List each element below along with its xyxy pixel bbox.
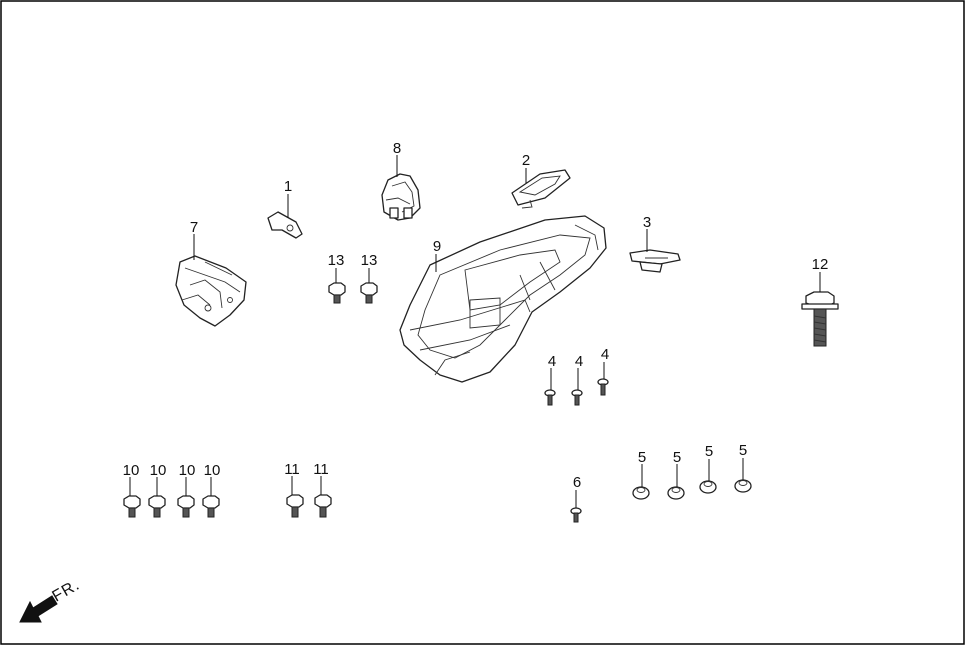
callout-11b: 11 [313, 461, 329, 478]
callout-10b: 10 [150, 462, 167, 479]
callout-4c: 4 [601, 346, 609, 363]
part-13-screw-b [360, 282, 378, 304]
callout-4a: 4 [548, 353, 556, 370]
part-4-screw-b [571, 389, 583, 406]
part-3-clip [629, 249, 681, 273]
part-13-screw-a [328, 282, 346, 304]
part-1-clamp [267, 211, 303, 239]
callout-5b: 5 [673, 449, 681, 466]
part-12-bolt [801, 291, 839, 347]
part-6-clip [570, 507, 582, 523]
callout-6: 6 [573, 474, 581, 491]
part-5-grommet-d [734, 479, 752, 493]
callout-11a: 11 [284, 461, 300, 478]
callout-5c: 5 [705, 443, 713, 460]
front-arrow-icon [19, 595, 58, 623]
callout-3: 3 [643, 214, 651, 231]
part-10-bolt-d [202, 495, 220, 518]
part-5-grommet-b [667, 486, 685, 500]
callout-4b: 4 [575, 353, 583, 370]
callout-9: 9 [433, 238, 441, 255]
part-8-bracket [381, 173, 421, 221]
callout-10a: 10 [123, 462, 140, 479]
callout-12: 12 [812, 256, 829, 273]
part-9-storage-box [399, 215, 607, 383]
part-11-bolt-b [314, 494, 332, 518]
callout-10d: 10 [204, 462, 221, 479]
part-5-grommet-a [632, 486, 650, 500]
leader-lines [129, 155, 821, 508]
callout-numbers: 1 2 3 4 4 4 5 5 5 5 6 7 8 9 10 10 10 10 … [123, 140, 829, 491]
callout-8: 8 [393, 140, 401, 157]
callout-13a: 13 [328, 252, 345, 269]
front-label: FR. [50, 576, 83, 605]
part-11-bolt-a [286, 494, 304, 518]
callout-2: 2 [522, 152, 530, 169]
part-2-cover [511, 169, 571, 209]
callout-5d: 5 [739, 442, 747, 459]
callout-10c: 10 [179, 462, 196, 479]
callout-5a: 5 [638, 449, 646, 466]
part-10-bolt-a [123, 495, 141, 518]
part-10-bolt-b [148, 495, 166, 518]
part-5-grommet-c [699, 480, 717, 494]
front-direction-indicator: FR. [19, 576, 83, 623]
callout-7: 7 [190, 219, 198, 236]
part-10-bolt-c [177, 495, 195, 518]
callout-13b: 13 [361, 252, 378, 269]
part-4-screw-c [597, 378, 609, 396]
part-4-screw-a [544, 389, 556, 406]
part-7-bracket [175, 255, 247, 327]
callout-1: 1 [284, 178, 292, 195]
